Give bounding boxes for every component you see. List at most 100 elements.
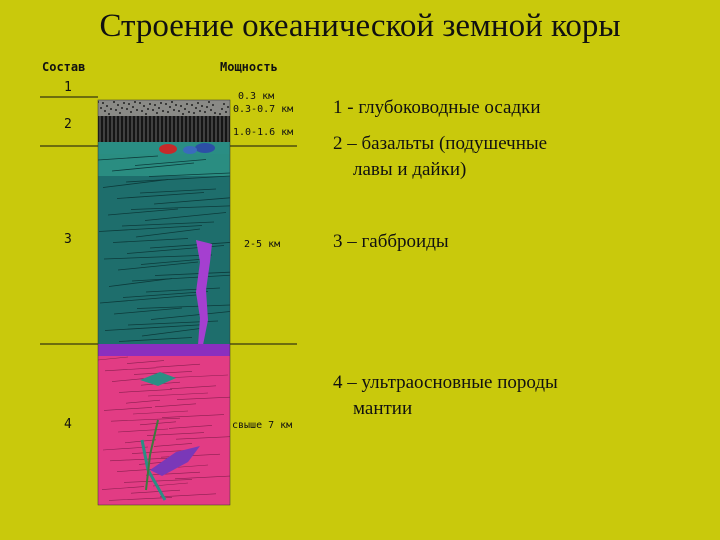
gabbro-stroke — [145, 287, 221, 293]
sediment-grain — [201, 105, 203, 107]
dike-texture — [99, 116, 229, 144]
legend-item-3-text: 3 – габброиды — [333, 231, 449, 252]
sediment-grain — [223, 103, 225, 105]
sediment-grain — [126, 108, 128, 110]
sediment-grain — [173, 109, 175, 111]
sediment-grain — [225, 111, 227, 113]
gabbro-stroke — [103, 254, 213, 260]
sediment-grain — [184, 108, 186, 110]
sediment-grain — [162, 110, 164, 112]
gabbro-stroke — [141, 327, 205, 337]
mantle-purple-vein — [150, 446, 200, 476]
mantle-stroke — [103, 407, 153, 411]
mantle-stroke — [161, 414, 225, 418]
sediment-grain — [113, 101, 115, 103]
gabbro-stroke — [98, 155, 159, 161]
mantle-stroke — [118, 389, 173, 393]
pillow-blue-blob-2 — [183, 146, 197, 154]
gabbro-stroke — [134, 159, 207, 166]
mantle-stroke — [169, 385, 217, 390]
gabbro-stroke — [121, 221, 215, 227]
sediment-grain — [149, 103, 151, 105]
legend-item-2: 2 – базальты (подушечные лавы и дайки) — [333, 131, 547, 183]
mantle-stroke — [98, 356, 129, 361]
mantle-stroke — [147, 392, 209, 397]
sediment-grain — [208, 101, 210, 103]
pillow-blue-blob — [195, 143, 215, 153]
thickness-layer-1a: 0.3 км — [238, 91, 275, 102]
mantle-stroke — [108, 497, 173, 501]
mantle-stroke — [123, 479, 193, 483]
gabbro-stroke — [113, 307, 183, 315]
mantle-stroke — [117, 428, 169, 433]
sediment-grain — [132, 106, 134, 108]
sediment-grain — [141, 110, 143, 112]
sediment-grain — [206, 106, 208, 108]
sediment-grain — [171, 101, 173, 103]
mantle-stroke — [110, 417, 181, 422]
mantle-green-vein — [140, 372, 176, 386]
mantle-texture — [98, 356, 230, 501]
gabbro-stroke — [111, 162, 195, 172]
sediment-grain — [197, 102, 199, 104]
layer-number-3: 3 — [64, 232, 72, 247]
mantle-green-stroke-2 — [145, 419, 159, 491]
sediment-grain — [119, 112, 121, 114]
mantle-stroke — [101, 486, 145, 490]
sediment-grain — [169, 106, 171, 108]
moho-band — [98, 344, 230, 356]
sediment-grain — [102, 102, 104, 104]
sediment-grain — [167, 111, 169, 113]
composition-header: Состав — [42, 60, 86, 74]
sediment-grain — [106, 105, 108, 107]
sediment-grain — [221, 108, 223, 110]
sediment-grain — [136, 109, 138, 111]
gabbro-stroke — [108, 278, 173, 287]
gabbro-stroke — [117, 261, 199, 271]
gabbro-stroke — [130, 205, 230, 210]
sediment-grain — [104, 110, 106, 112]
gabbro-stroke — [136, 304, 230, 309]
pillow-red-blob — [159, 144, 177, 154]
page-title: Строение океанической земной коры — [99, 8, 621, 44]
mantle-stroke — [131, 450, 185, 454]
mantle-stroke — [126, 360, 165, 364]
gabbro-stroke — [118, 337, 193, 342]
sediment-grain — [158, 107, 160, 109]
sediment-grain — [204, 111, 206, 113]
thickness-layer-1b: 0.3-0.7 км — [233, 104, 294, 115]
mantle-stroke — [152, 482, 189, 487]
mantle-stroke — [111, 378, 145, 382]
gabbro-stroke — [125, 175, 230, 183]
mantle-stroke — [168, 425, 213, 429]
sediment-grain — [191, 104, 193, 106]
sediment-grain — [186, 103, 188, 105]
mantle-stroke — [174, 475, 230, 480]
sediment-grain — [152, 109, 154, 111]
mantle-stroke — [155, 363, 201, 368]
sediment-texture — [98, 101, 229, 115]
mantle-stroke — [159, 493, 217, 498]
sediment-grain — [121, 107, 123, 109]
purple-intrusion — [196, 240, 212, 345]
gabbro-stroke — [140, 258, 211, 265]
mantle-stroke — [133, 371, 193, 375]
sediment-grain — [180, 105, 182, 107]
sediment-grain — [143, 105, 145, 107]
sediment-grain — [175, 104, 177, 106]
mantle-stroke — [132, 410, 189, 415]
gabbro-upper-band — [98, 154, 230, 176]
layer-number-1: 1 — [64, 80, 72, 95]
mantle-stroke — [124, 439, 157, 444]
sediment-grain — [165, 103, 167, 105]
legend-item-2-text: 2 – базальты (подушечные — [333, 133, 548, 154]
gabbro-stroke — [104, 324, 207, 331]
sediment-grain — [182, 113, 184, 115]
mantle-stroke — [130, 489, 181, 494]
sediment-grain — [128, 103, 130, 105]
legend-item-2-text-cont: лавы и дайки) — [353, 159, 467, 180]
mantle-stroke — [153, 443, 193, 447]
sediment-grain — [160, 102, 162, 104]
gabbro-stroke — [99, 294, 197, 304]
